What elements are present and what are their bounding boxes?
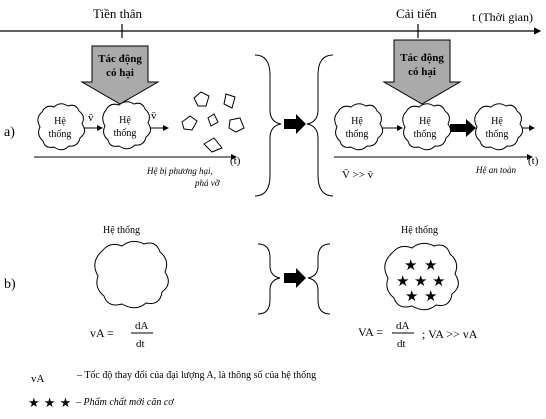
svg-text:★: ★: [414, 272, 427, 290]
weak-impact-label-line2: có hại: [106, 67, 134, 79]
velocity-label-1: v̄: [88, 112, 94, 124]
time-symbol-right: (t): [528, 155, 539, 167]
brace-left-b: [257, 243, 281, 315]
time-symbol-left: (t): [230, 155, 241, 167]
predecessor-label: Tiền thân: [93, 6, 142, 21]
weak-impact-arrow: Tác động có hại: [80, 45, 160, 105]
strong-impact-arrow: Tác động có hại: [382, 39, 462, 105]
svg-text:★: ★: [432, 272, 445, 290]
row-a-label: a): [4, 125, 15, 140]
legend-stars-text: – Phẩm chất mới căn cơ: [75, 397, 174, 408]
system-label-old-1b: thống: [49, 129, 72, 140]
svg-text:★: ★: [404, 256, 417, 274]
row-b-left-title: Hệ thống: [103, 225, 140, 236]
quality-stars: ★ ★ ★ ★ ★ ★ ★: [396, 256, 445, 305]
safe-caption: Hệ an toàn: [475, 165, 516, 175]
left-formula-lhs: vA =: [90, 326, 114, 340]
strong-impact-label-line2: có hại: [408, 66, 436, 78]
system-label-new-1b: thống: [346, 129, 369, 140]
system-cloud-new-2: [402, 103, 452, 151]
right-fraction-num: dA: [396, 320, 410, 332]
system-label-new-3b: thống: [486, 129, 509, 140]
right-formula-tail: ; VA >> vA: [422, 327, 478, 341]
time-axis-label: t (Thời gian): [472, 10, 533, 24]
weak-impact-label-line1: Tác động: [98, 53, 142, 65]
right-formula-lhs: VA =: [358, 325, 383, 339]
destroyed-caption-line1: Hệ bị phương hại,: [146, 166, 213, 176]
system-cloud-stars: [384, 242, 459, 311]
legend-stars-symbol: ★ ★ ★: [28, 396, 71, 411]
velocity-compare: V̄ >> v̄: [342, 169, 374, 181]
system-label-new-1a: Hệ: [351, 116, 363, 127]
system-cloud-plain: [94, 240, 169, 309]
transform-arrow-b: [284, 268, 306, 288]
row-b-right-title: Hệ thống: [401, 225, 438, 236]
brace-right-a: [306, 54, 334, 197]
system-cloud-new-3: [474, 103, 524, 151]
system-label-old-2a: Hệ: [119, 115, 131, 126]
brace-left-a: [254, 54, 282, 197]
improvement-label: Cải tiến: [396, 6, 437, 21]
system-label-new-2a: Hệ: [419, 116, 431, 127]
right-fraction-den: dt: [397, 338, 406, 350]
svg-text:★: ★: [396, 272, 409, 290]
destroyed-caption-line2: phá vỡ: [194, 178, 221, 188]
brace-right-b: [307, 243, 331, 315]
svg-text:★: ★: [424, 256, 437, 274]
system-cloud-new-1: [334, 103, 384, 151]
row-b-label: b): [4, 277, 16, 292]
svg-text:★: ★: [405, 287, 418, 305]
legend-symbol-vA: vA: [31, 373, 45, 385]
flow-arrow-bold: [450, 119, 476, 137]
legend-vA-text: – Tốc độ thay đổi của đại lượng A, là th…: [76, 370, 316, 381]
svg-text:★: ★: [424, 287, 437, 305]
system-label-new-3a: Hệ: [491, 116, 503, 127]
left-fraction-num: dA: [135, 320, 149, 332]
strong-impact-label-line1: Tác động: [400, 52, 444, 64]
system-label-old-1a: Hệ: [54, 116, 66, 127]
system-label-new-2b: thống: [414, 129, 437, 140]
system-cloud-old-2: [102, 101, 152, 150]
system-cloud-old-1: [37, 103, 86, 151]
system-label-old-2b: thống: [114, 128, 137, 139]
left-fraction-den: dt: [136, 338, 145, 350]
velocity-label-2: v̄: [151, 110, 157, 122]
transform-arrow-a: [284, 114, 306, 134]
debris-fragments: [181, 91, 245, 153]
